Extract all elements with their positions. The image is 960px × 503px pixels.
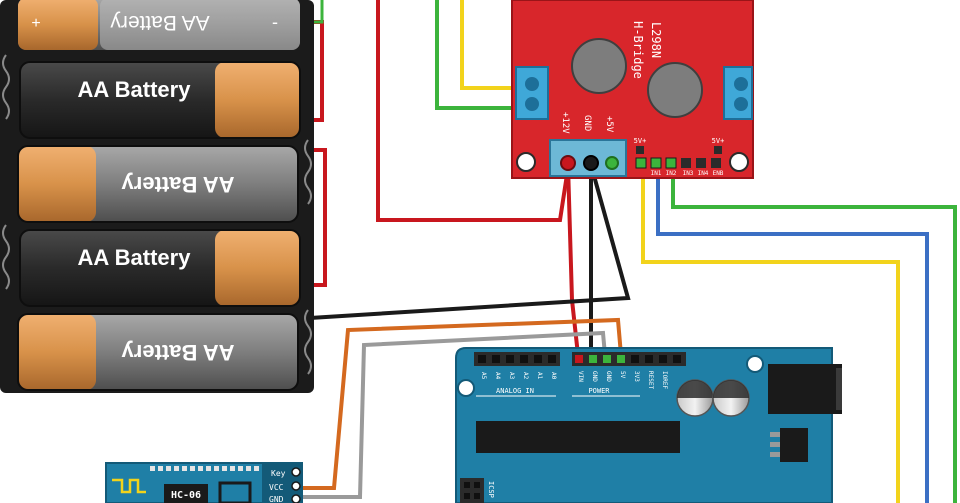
arduino-capacitor-2	[712, 379, 750, 417]
arduino-board: A5 A4 A3 A2 A1 A0 ANALOG IN VIN GND GND …	[455, 347, 842, 503]
battery-cell-0-plus: +	[31, 15, 40, 32]
bluetooth-pin-key-hole[interactable]	[291, 467, 301, 477]
arduino-analog-pin-a1: A1	[536, 372, 543, 380]
red-wire-supply	[376, 0, 570, 222]
hbridge-capacitor-1	[571, 38, 627, 94]
bluetooth-model-label: HC-06	[171, 490, 201, 501]
hbridge-module: L298N H-Bridge +12V GND +5V 5V+ 5V+	[511, 0, 754, 179]
battery-cell-0-label: AA Battery	[110, 11, 210, 34]
arduino-icsp-header[interactable]	[460, 478, 484, 503]
battery-cell-0: + AA Battery -	[18, 0, 300, 50]
bluetooth-module: HC-06 Key VCC GND	[105, 462, 303, 503]
arduino-voltage-regulator	[770, 428, 808, 462]
battery-pack: + AA Battery - AA Battery AA Battery AA …	[0, 0, 314, 393]
hbridge-power-terminal[interactable]	[549, 139, 627, 177]
arduino-mount-hole-2	[746, 355, 764, 373]
arduino-analog-pin-a4: A4	[494, 372, 501, 380]
bluetooth-chip-label-bg	[164, 484, 208, 503]
arduino-capacitor-1	[676, 379, 714, 417]
battery-cell-1-label: AA Battery	[78, 77, 192, 102]
battery-cell-1: AA Battery	[19, 61, 301, 139]
hbridge-capacitor-2	[647, 62, 703, 118]
hbridge-mount-hole-left	[516, 152, 536, 172]
battery-springs-left	[2, 54, 10, 290]
bluetooth-antenna	[112, 478, 146, 494]
hbridge-jumper-label-left: 5V+	[634, 137, 647, 145]
yellow-wire-signal	[641, 165, 900, 503]
black-wire-gnd-battery	[309, 164, 631, 320]
hbridge-label-12v: +12V	[560, 112, 570, 134]
arduino-analog-header[interactable]	[474, 352, 560, 366]
hbridge-title-2: H-Bridge	[631, 21, 645, 79]
bluetooth-pin-vcc: VCC	[269, 483, 284, 492]
hbridge-label-5v: +5V	[604, 116, 614, 133]
arduino-power-label: POWER	[588, 387, 610, 395]
hbridge-jumper-left[interactable]	[636, 146, 644, 154]
battery-cell-0-minus: -	[272, 12, 278, 32]
hbridge-label-in4: IN4	[698, 170, 709, 177]
hbridge-signal-header[interactable]	[635, 157, 721, 169]
arduino-power-pin-gnd2: GND	[605, 371, 612, 382]
arduino-analog-pin-a5: A5	[480, 372, 487, 380]
bluetooth-pin-gnd: GND	[269, 495, 284, 503]
arduino-power-pin-gnd1: GND	[591, 371, 598, 382]
hbridge-motor-terminal-a[interactable]	[515, 66, 549, 120]
hbridge-label-in2: IN2	[666, 170, 677, 177]
bluetooth-chip	[218, 481, 252, 503]
battery-cell-2: AA Battery	[17, 145, 299, 223]
hbridge-label-in1: IN1	[651, 170, 662, 177]
arduino-mount-hole-1	[457, 379, 475, 397]
arduino-analog-pin-a2: A2	[522, 372, 529, 380]
battery-cell-4: AA Battery	[17, 313, 299, 391]
battery-cell-3: AA Battery	[19, 229, 301, 307]
arduino-power-pin-ioref: IOREF	[661, 371, 668, 389]
hbridge-mount-hole-right	[729, 152, 749, 172]
hbridge-title-1: L298N	[649, 22, 663, 58]
orange-wire-vcc	[300, 317, 623, 490]
bluetooth-pin-gnd-hole[interactable]	[291, 494, 301, 503]
bluetooth-pin-key: Key	[271, 469, 286, 478]
hbridge-motor-terminal-b[interactable]	[723, 66, 753, 120]
arduino-power-pin-vin: VIN	[577, 371, 584, 382]
battery-cell-4-label: AA Battery	[121, 340, 235, 365]
hbridge-jumper-label-right: 5V+	[712, 137, 725, 145]
battery-cell-2-label: AA Battery	[121, 172, 235, 197]
arduino-power-header[interactable]	[572, 352, 686, 366]
arduino-icsp-label: ICSP	[487, 481, 495, 498]
arduino-microcontroller	[476, 421, 680, 453]
arduino-power-pin-5v: 5V	[619, 371, 626, 379]
bluetooth-pad-row	[150, 466, 259, 471]
arduino-power-pin-3v3: 3V3	[633, 371, 640, 382]
red-wire-vin	[566, 164, 580, 356]
hbridge-jumper-right[interactable]	[714, 146, 722, 154]
green-wire-signal	[671, 165, 957, 503]
bluetooth-pin-vcc-hole[interactable]	[291, 481, 301, 491]
hbridge-label-enb: ENB	[713, 170, 724, 177]
hbridge-label-gnd: GND	[582, 115, 592, 131]
gray-wire-gnd	[300, 330, 607, 499]
battery-cell-3-label: AA Battery	[78, 245, 192, 270]
yellow-wire-motor-a	[460, 0, 527, 90]
arduino-analog-pin-a3: A3	[508, 372, 515, 380]
arduino-power-pin-reset: RESET	[647, 371, 654, 389]
battery-springs-right	[304, 139, 312, 375]
hbridge-label-in3: IN3	[683, 170, 694, 177]
green-wire-motor-a	[435, 0, 527, 110]
arduino-analog-pin-a0: A0	[550, 372, 557, 380]
arduino-analog-in-label: ANALOG IN	[496, 387, 534, 395]
blue-wire-signal	[656, 165, 929, 503]
arduino-dc-jack[interactable]	[768, 364, 842, 414]
